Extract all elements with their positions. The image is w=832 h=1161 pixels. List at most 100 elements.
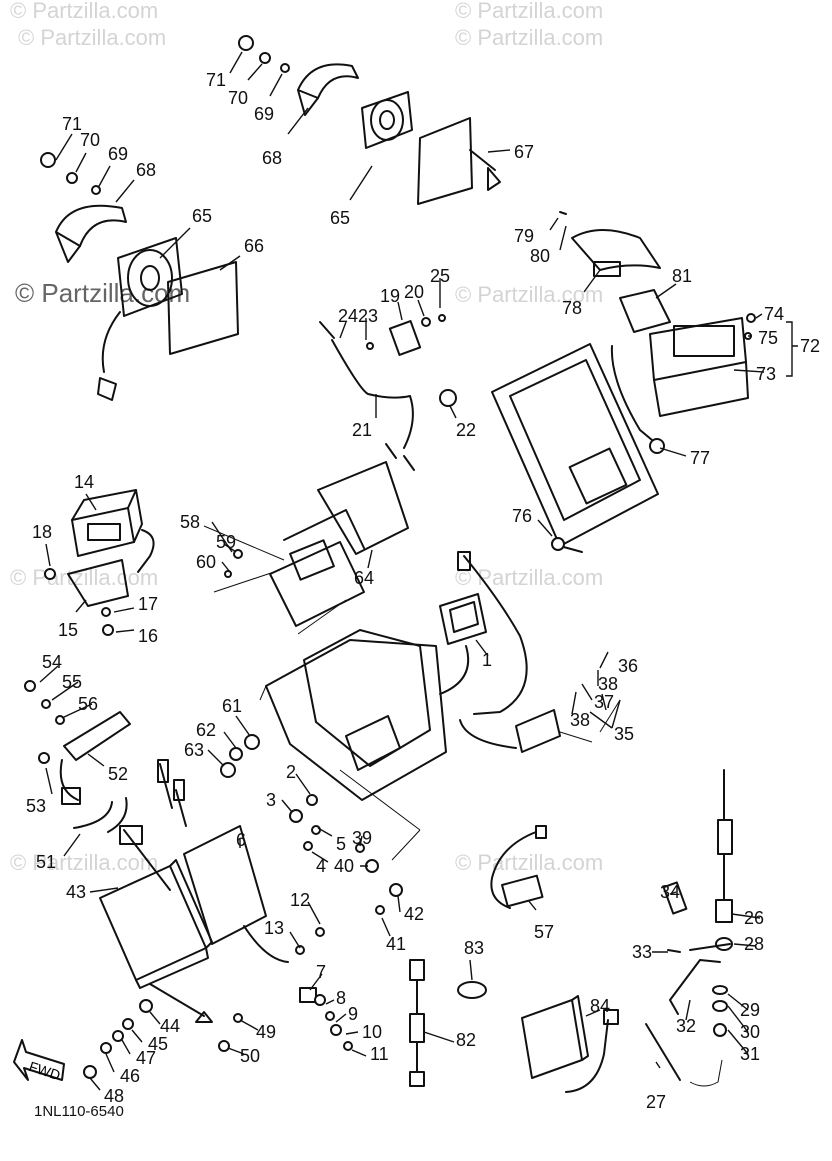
- callout: 56: [78, 694, 98, 714]
- callout: 35: [614, 724, 634, 744]
- callout: 4: [316, 856, 326, 876]
- callout: 47: [136, 1048, 156, 1068]
- callout: 83: [464, 938, 484, 958]
- unit-58: [203, 461, 409, 627]
- speaker-assembly-upper: [238, 35, 501, 205]
- callout: 12: [290, 890, 310, 910]
- callout: 26: [744, 908, 764, 928]
- callout: 79: [514, 226, 534, 246]
- callout: 58: [180, 512, 200, 532]
- callout: 2: [286, 762, 296, 782]
- callout: 48: [104, 1086, 124, 1106]
- callout: 52: [108, 764, 128, 784]
- callout: 63: [184, 740, 204, 760]
- callout: 65: [330, 208, 350, 228]
- callout: 51: [36, 852, 56, 872]
- callout: 65: [192, 206, 212, 226]
- callout: 34: [660, 882, 680, 902]
- console-tray: [491, 343, 659, 553]
- part-82-83: [409, 959, 487, 1087]
- callout: 68: [136, 160, 156, 180]
- module-52: [24, 680, 131, 833]
- callout: 19: [380, 286, 400, 306]
- watermark: © Partzilla.com: [15, 278, 190, 308]
- callout: 14: [74, 472, 94, 492]
- callout: 78: [562, 298, 582, 318]
- callout: 33: [632, 942, 652, 962]
- callout: 27: [646, 1092, 666, 1112]
- hardware-small: [83, 734, 403, 1079]
- watermark: © Partzilla.com: [18, 25, 166, 50]
- callout: 81: [672, 266, 692, 286]
- callout: 23: [358, 306, 378, 326]
- callout: 32: [676, 1016, 696, 1036]
- callout: 61: [222, 696, 242, 716]
- callout: 59: [216, 532, 236, 552]
- watermark: © Partzilla.com: [10, 565, 158, 590]
- callout: 44: [160, 1016, 180, 1036]
- callout: 50: [240, 1046, 260, 1066]
- callout: 28: [744, 934, 764, 954]
- callout: 74: [764, 304, 784, 324]
- callout: 25: [430, 266, 450, 286]
- main-box-6-43: [99, 759, 289, 989]
- callout: 22: [456, 420, 476, 440]
- meter-assembly: [559, 211, 756, 454]
- chassis-frame: [259, 599, 447, 861]
- diagram-code: 1NL110-6540: [34, 1103, 124, 1120]
- callout: 54: [42, 652, 62, 672]
- watermark: © Partzilla.com: [455, 282, 603, 307]
- callout: 24: [338, 306, 358, 326]
- callout: 5: [336, 834, 346, 854]
- callout: 6: [236, 830, 246, 850]
- callout: 16: [138, 626, 158, 646]
- callout: 80: [530, 246, 550, 266]
- callout: 62: [196, 720, 216, 740]
- box-14: [44, 489, 155, 636]
- callout: 39: [352, 828, 372, 848]
- callout: 77: [690, 448, 710, 468]
- callout: 69: [254, 104, 274, 124]
- callout: 3: [266, 790, 276, 810]
- callout: 69: [108, 144, 128, 164]
- callout: 20: [404, 282, 424, 302]
- watermark: © Partzilla.com: [455, 565, 603, 590]
- speaker-assembly-left: [40, 152, 239, 401]
- callout: 66: [244, 236, 264, 256]
- callout: 53: [26, 796, 46, 816]
- watermark: © Partzilla.com: [455, 0, 603, 23]
- callout: 84: [590, 996, 610, 1016]
- callout: 36: [618, 656, 638, 676]
- antenna-assembly: [645, 769, 733, 1087]
- controller-1: [439, 551, 621, 753]
- callout-labels: 71 70 69 68 65 67 71 70 69 68 65 66 79 8…: [26, 70, 820, 1112]
- callout: 21: [352, 420, 372, 440]
- callout: 38: [570, 710, 590, 730]
- callout: 75: [758, 328, 778, 348]
- fwd-arrow: FWD: [13, 1039, 65, 1083]
- callout: 42: [404, 904, 424, 924]
- leader-lines: [39, 51, 798, 1091]
- callout: 30: [740, 1022, 760, 1042]
- callout: 46: [120, 1066, 140, 1086]
- callout: 57: [534, 922, 554, 942]
- part-57: [490, 825, 547, 909]
- callout: 49: [256, 1022, 276, 1042]
- callout: 7: [316, 962, 326, 982]
- watermark: © Partzilla.com: [10, 850, 158, 875]
- callout: 60: [196, 552, 216, 572]
- callout: 13: [264, 918, 284, 938]
- part-84: [521, 995, 619, 1093]
- callout: 43: [66, 882, 86, 902]
- callout: 82: [456, 1030, 476, 1050]
- callout: 37: [594, 692, 614, 712]
- callout: 9: [348, 1004, 358, 1024]
- callout: 64: [354, 568, 374, 588]
- callout: 67: [514, 142, 534, 162]
- callout: 45: [148, 1034, 168, 1054]
- callout: 1: [482, 650, 492, 670]
- callout: 10: [362, 1022, 382, 1042]
- callout: 29: [740, 1000, 760, 1020]
